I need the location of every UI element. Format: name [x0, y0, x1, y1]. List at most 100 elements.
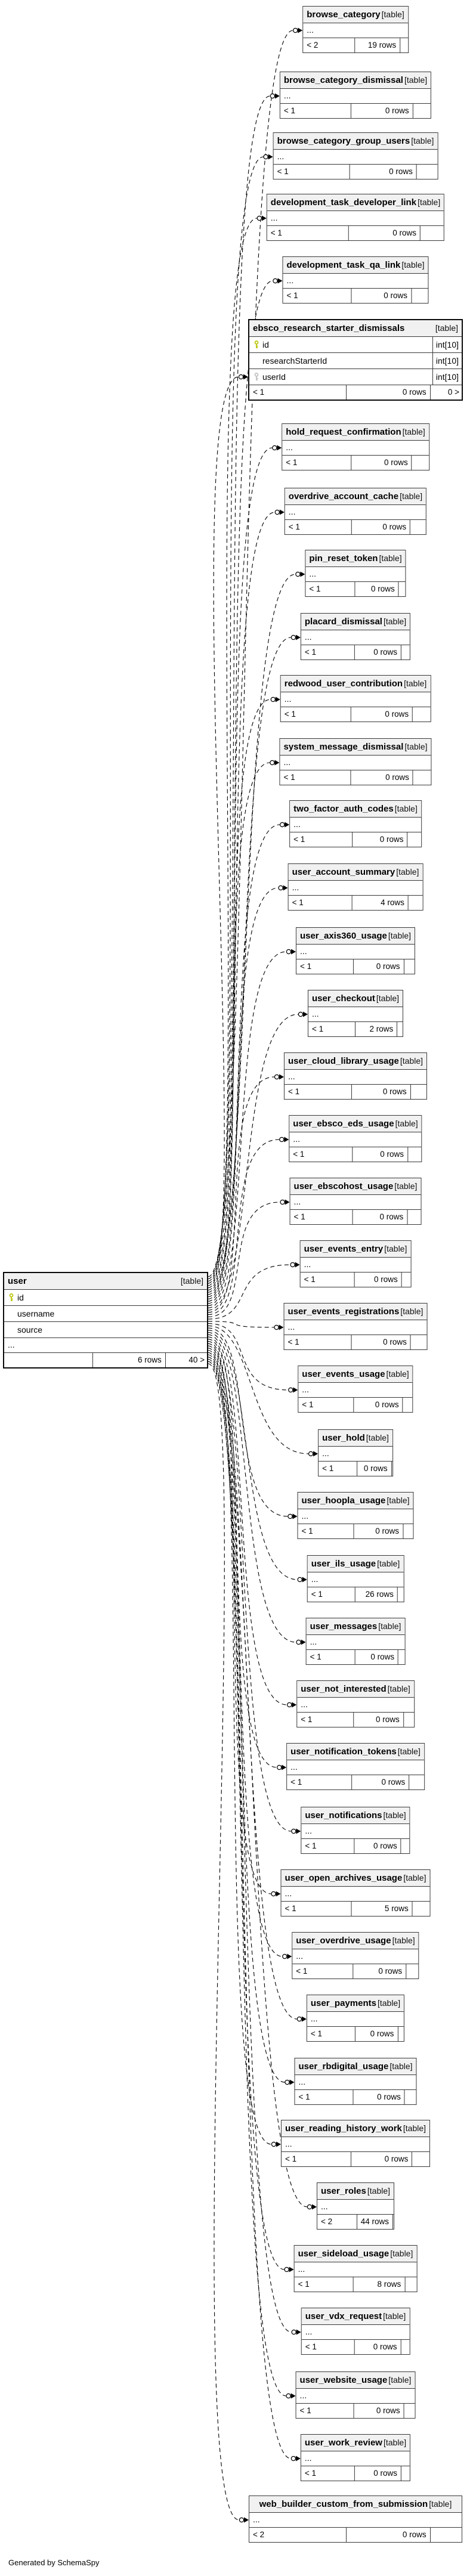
table-name-link[interactable]: user_notifications [305, 1810, 382, 1820]
table-box-user_hoopla_usage[interactable]: user_hoopla_usage[table] ... < 1 0 rows [297, 1492, 414, 1539]
table-name-link[interactable]: user_axis360_usage [299, 931, 387, 941]
table-name-link[interactable]: user_not_interested [301, 1684, 387, 1694]
table-name-link[interactable]: development_task_developer_link [270, 197, 417, 208]
table-name-link[interactable]: user_events_registrations [287, 1306, 400, 1317]
table-box-user_notifications[interactable]: user_notifications[table] ... < 1 0 rows [301, 1807, 410, 1854]
table-box-two_factor_auth_codes[interactable]: two_factor_auth_codes[table] ... < 1 0 r… [289, 800, 422, 847]
table-box-user_not_interested[interactable]: user_not_interested[table] ... < 1 0 row… [296, 1680, 415, 1727]
table-box-user_ils_usage[interactable]: user_ils_usage[table] ... < 1 26 rows [307, 1555, 404, 1602]
table-name-link[interactable]: user_ebscohost_usage [293, 1181, 394, 1191]
fk-relationship-line [208, 887, 279, 1306]
child-degree [405, 2090, 416, 2104]
table-box-user_notification_tokens[interactable]: user_notification_tokens[table] ... < 1 … [286, 1743, 425, 1790]
table-footer: < 1 0 rows [285, 520, 426, 534]
table-box-user_website_usage[interactable]: user_website_usage[table] ... < 1 0 rows [295, 2371, 416, 2419]
row-count: 26 rows [355, 1587, 398, 1602]
table-box-user_hold[interactable]: user_hold[table] ... < 1 0 rows [318, 1429, 393, 1476]
table-box-overdrive_account_cache[interactable]: overdrive_account_cache[table] ... < 1 0… [284, 488, 427, 535]
table-body: ... [273, 150, 438, 165]
parent-degree: < 1 [307, 2027, 356, 2041]
table-name-link[interactable]: two_factor_auth_codes [293, 804, 394, 814]
table-name-link[interactable]: user_rbdigital_usage [298, 2061, 389, 2072]
table-name-link[interactable]: user_hoopla_usage [301, 1496, 386, 1506]
table-name-link[interactable]: user_vdx_request [305, 2311, 382, 2321]
table-box-user_reading_history_work[interactable]: user_reading_history_work[table] ... < 1… [280, 2120, 431, 2167]
table-body: ... [288, 881, 423, 896]
table-name-link[interactable]: user_notification_tokens [290, 1747, 397, 1757]
child-degree [401, 645, 410, 660]
table-name-link[interactable]: web_builder_custom_from_submission [259, 2499, 428, 2509]
table-box-ebsco_research_starter_dismissals[interactable]: ebsco_research_starter_dismissals[table]… [248, 319, 463, 401]
table-name-link[interactable]: browse_category_group_users [277, 136, 410, 146]
table-name-link[interactable]: user_hold [322, 1433, 365, 1443]
table-name-link[interactable]: browse_category [307, 10, 381, 20]
table-name-link[interactable]: user_messages [310, 1621, 378, 1631]
table-name-link[interactable]: redwood_user_contribution [284, 679, 403, 689]
table-box-user_axis360_usage[interactable]: user_axis360_usage[table] ... < 1 0 rows [295, 927, 416, 974]
table-box-user_overdrive_usage[interactable]: user_overdrive_usage[table] ... < 1 0 ro… [292, 1932, 419, 1979]
fk-relationship-line [208, 951, 286, 1308]
table-box-user_ebscohost_usage[interactable]: user_ebscohost_usage[table] ... < 1 0 ro… [289, 1178, 422, 1225]
table-type-tag: [table] [429, 2499, 452, 2509]
table-name-link[interactable]: hold_request_confirmation [286, 427, 401, 437]
table-type-tag: [table] [383, 2311, 406, 2321]
table-name-link[interactable]: user_reading_history_work [285, 2123, 402, 2134]
table-box-user_ebsco_eds_usage[interactable]: user_ebsco_eds_usage[table] ... < 1 0 ro… [289, 1115, 422, 1162]
table-box-user_messages[interactable]: user_messages[table] ... < 1 0 rows [305, 1618, 406, 1665]
table-name-link[interactable]: user_account_summary [292, 867, 395, 877]
child-degree [397, 1022, 403, 1036]
child-degree [413, 707, 430, 722]
table-box-user_rbdigital_usage[interactable]: user_rbdigital_usage[table] ... < 1 0 ro… [294, 2058, 417, 2105]
table-box-user_roles[interactable]: user_roles[table] ... < 2 44 rows [316, 2182, 395, 2230]
table-box-web_builder_custom_from_submission[interactable]: web_builder_custom_from_submission[table… [249, 2496, 462, 2543]
table-name-link[interactable]: placard_dismissal [304, 617, 382, 627]
table-name-link[interactable]: user_roles [320, 2186, 366, 2196]
table-box-user_checkout[interactable]: user_checkout[table] ... < 1 2 rows [307, 990, 404, 1037]
table-name-link[interactable]: user_events_usage [302, 1369, 385, 1379]
table-box-user_events_entry[interactable]: user_events_entry[table] ... < 1 0 rows [299, 1240, 412, 1287]
table-name-link[interactable]: user_ebsco_eds_usage [293, 1119, 394, 1129]
table-name-link[interactable]: user [8, 1276, 27, 1286]
table-name-link[interactable]: user_payments [310, 1998, 376, 2008]
table-name-link[interactable]: ebsco_research_starter_dismissals [253, 323, 405, 333]
table-box-development_task_qa_link[interactable]: development_task_qa_link[table] ... < 1 … [282, 256, 429, 304]
table-name-link[interactable]: user_sideload_usage [298, 2249, 389, 2259]
table-name-link[interactable]: user_checkout [311, 993, 375, 1004]
table-box-browse_category_group_users[interactable]: browse_category_group_users[table] ... <… [273, 132, 438, 179]
table-box-user_events_usage[interactable]: user_events_usage[table] ... < 1 0 rows [298, 1366, 413, 1413]
table-body: ... [301, 2451, 410, 2466]
table-name-link[interactable]: user_open_archives_usage [285, 1873, 403, 1883]
table-name-link[interactable]: user_overdrive_usage [296, 1936, 391, 1946]
table-box-user_account_summary[interactable]: user_account_summary[table] ... < 1 4 ro… [287, 863, 423, 911]
table-name-link[interactable]: pin_reset_token [309, 553, 378, 564]
ellipsis-row: ... [270, 213, 278, 222]
table-box-development_task_developer_link[interactable]: development_task_developer_link[table] .… [266, 194, 445, 241]
table-box-user_vdx_request[interactable]: user_vdx_request[table] ... < 1 0 rows [301, 2308, 410, 2355]
table-box-user_open_archives_usage[interactable]: user_open_archives_usage[table] ... < 1 … [280, 1869, 431, 1916]
table-box-user_payments[interactable]: user_payments[table] ... < 1 0 rows [306, 1995, 405, 2042]
table-box-hold_request_confirmation[interactable]: hold_request_confirmation[table] ... < 1… [282, 423, 429, 470]
table-box-redwood_user_contribution[interactable]: redwood_user_contribution[table] ... < 1… [280, 675, 431, 722]
table-name-link[interactable]: user_events_entry [304, 1244, 384, 1254]
table-box-browse_category[interactable]: browse_category[table] ... < 2 19 rows [302, 6, 409, 53]
table-box-user_sideload_usage[interactable]: user_sideload_usage[table] ... < 1 8 row… [293, 2245, 418, 2292]
table-name-link[interactable]: browse_category_dismissal [283, 75, 403, 85]
table-name-link[interactable]: user_website_usage [299, 2375, 388, 2385]
row-count: 0 rows [351, 104, 413, 118]
table-box-system_message_dismissal[interactable]: system_message_dismissal[table] ... < 1 … [279, 738, 432, 785]
table-name-link[interactable]: user_work_review [304, 2438, 382, 2448]
table-box-user_events_registrations[interactable]: user_events_registrations[table] ... < 1… [283, 1303, 428, 1350]
table-name-link[interactable]: system_message_dismissal [283, 742, 404, 752]
table-box-user_cloud_library_usage[interactable]: user_cloud_library_usage[table] ... < 1 … [283, 1052, 428, 1100]
table-box-browse_category_dismissal[interactable]: browse_category_dismissal[table] ... < 1… [279, 72, 432, 119]
table-box-user[interactable]: user[table] id username source ... 6 row… [3, 1272, 208, 1368]
table-box-user_work_review[interactable]: user_work_review[table] ... < 1 0 rows [300, 2434, 411, 2481]
table-box-pin_reset_token[interactable]: pin_reset_token[table] ... < 1 0 rows [305, 550, 406, 597]
table-body: ... [308, 1007, 403, 1022]
parent-degree: < 1 [282, 2152, 352, 2166]
table-name-link[interactable]: user_cloud_library_usage [287, 1056, 399, 1066]
table-name-link[interactable]: development_task_qa_link [286, 260, 401, 270]
table-name-link[interactable]: user_ils_usage [311, 1559, 376, 1569]
table-box-placard_dismissal[interactable]: placard_dismissal[table] ... < 1 0 rows [300, 613, 411, 660]
table-name-link[interactable]: overdrive_account_cache [288, 491, 399, 501]
